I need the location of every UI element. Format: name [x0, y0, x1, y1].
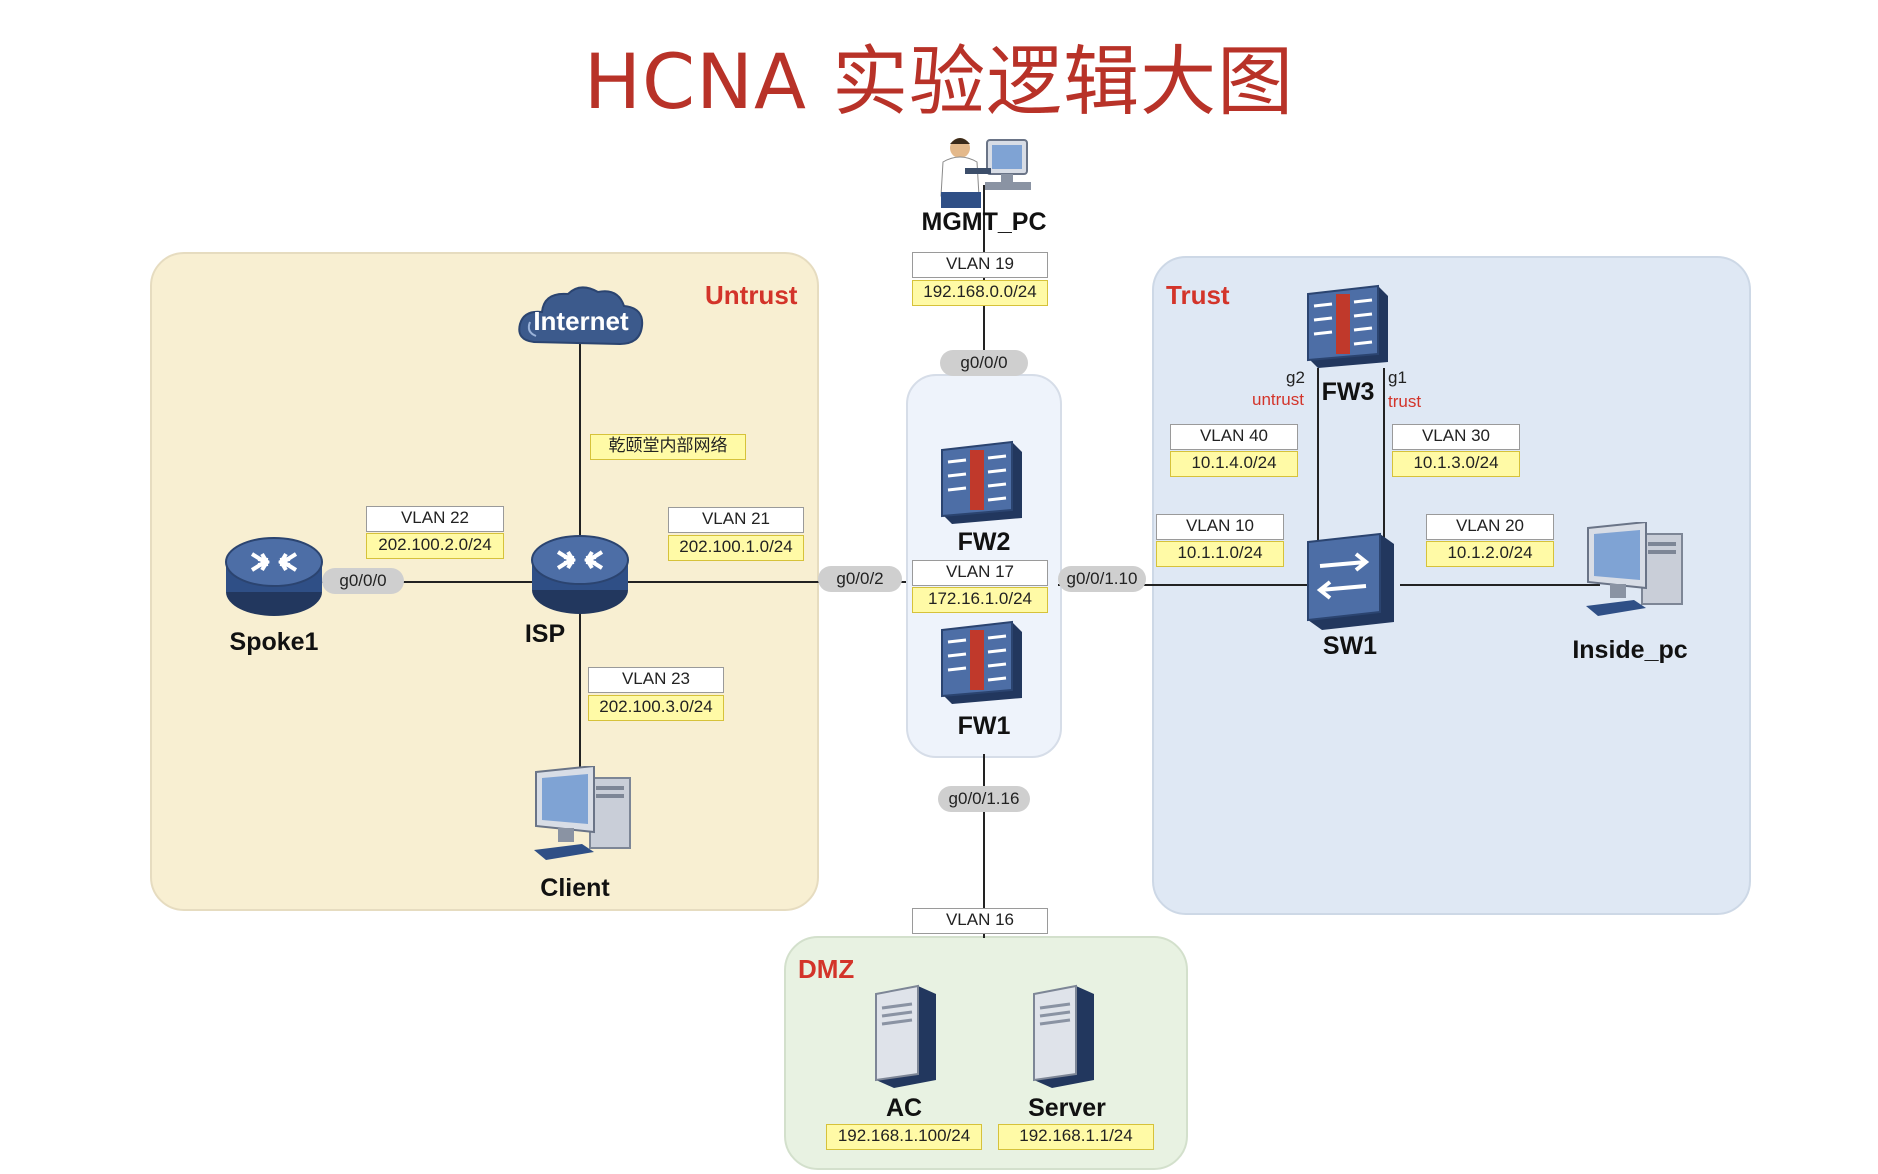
sw-inside-subnet-tag: 10.1.2.0/24 [1426, 541, 1554, 567]
isp-fw-vlan-tag: VLAN 21 [668, 507, 804, 533]
fw3-g2-zone: untrust [1252, 390, 1304, 409]
mgmt-pc-label: MGMT_PC [921, 208, 1047, 236]
client-pc-icon [534, 766, 631, 860]
sw-fw-subnet-tag: 10.1.1.0/24 [1156, 541, 1284, 567]
fw-trust-port: g0/0/1.10 [1058, 566, 1146, 592]
ac-label: AC [885, 1094, 923, 1122]
inside-pc-label: Inside_pc [1572, 636, 1688, 664]
internet-note: 乾颐堂内部网络 [590, 434, 746, 460]
spoke1-port: g0/0/0 [322, 568, 404, 594]
fw3-untrust-subnet-tag: 10.1.4.0/24 [1170, 451, 1298, 477]
fw-untrust-port: g0/0/2 [818, 566, 902, 592]
diagram-title: HCNA 实验逻辑大图 [583, 37, 1295, 126]
untrust-zone-label: Untrust [705, 280, 798, 310]
fw2-firewall-icon [941, 440, 1022, 524]
mgmt-vlan-tag: VLAN 19 [912, 252, 1048, 278]
isp-spoke-vlan-tag: VLAN 22 [366, 506, 504, 532]
spoke1-router-icon [225, 537, 323, 616]
trust-zone-label: Trust [1166, 280, 1230, 310]
sw-inside-vlan-tag: VLAN 20 [1426, 514, 1554, 540]
fw3-firewall-icon [1307, 284, 1388, 368]
internet-label: Internet [533, 306, 629, 336]
server-icon [1033, 984, 1094, 1088]
fw3-untrust-vlan-tag: VLAN 40 [1170, 424, 1298, 450]
fw3-g1-port: g1 [1388, 368, 1407, 387]
isp-spoke-subnet-tag: 202.100.2.0/24 [366, 533, 504, 559]
sw1-switch-icon [1307, 532, 1394, 630]
mgmt-pc-icon [940, 138, 1031, 208]
fw3-trust-subnet-tag: 10.1.3.0/24 [1392, 451, 1520, 477]
fw3-label: FW3 [1321, 378, 1375, 406]
isp-label: ISP [524, 620, 566, 648]
fw-mgmt-port: g0/0/0 [940, 350, 1028, 376]
mgmt-subnet-tag: 192.168.0.0/24 [912, 280, 1048, 306]
client-label: Client [540, 874, 610, 902]
spoke1-label: Spoke1 [229, 628, 319, 656]
isp-client-subnet-tag: 202.100.3.0/24 [588, 695, 724, 721]
inside-pc-icon [1586, 522, 1683, 616]
sw-fw-vlan-tag: VLAN 10 [1156, 514, 1284, 540]
ac-ip-tag: 192.168.1.100/24 [826, 1124, 982, 1150]
isp-fw-subnet-tag: 202.100.1.0/24 [668, 535, 804, 561]
fw3-trust-vlan-tag: VLAN 30 [1392, 424, 1520, 450]
fw-ha-vlan-tag: VLAN 17 [912, 560, 1048, 586]
dmz-zone-label: DMZ [798, 954, 855, 984]
server-ip-tag: 192.168.1.1/24 [998, 1124, 1154, 1150]
fw3-g2-port: g2 [1286, 368, 1305, 387]
fw3-g1-zone: trust [1388, 392, 1422, 411]
fw1-firewall-icon [941, 620, 1022, 704]
isp-router-icon [531, 535, 629, 614]
fw-ha-subnet-tag: 172.16.1.0/24 [912, 587, 1048, 613]
fw1-label: FW1 [957, 712, 1011, 740]
ac-server-icon [875, 984, 936, 1088]
fw-dmz-port: g0/0/1.16 [938, 786, 1030, 812]
fw-dmz-vlan-tag: VLAN 16 [912, 908, 1048, 934]
internet-cloud-icon [518, 286, 644, 346]
sw1-label: SW1 [1322, 632, 1378, 660]
server-label: Server [1028, 1094, 1106, 1122]
isp-client-vlan-tag: VLAN 23 [588, 667, 724, 693]
fw2-label: FW2 [957, 528, 1011, 556]
